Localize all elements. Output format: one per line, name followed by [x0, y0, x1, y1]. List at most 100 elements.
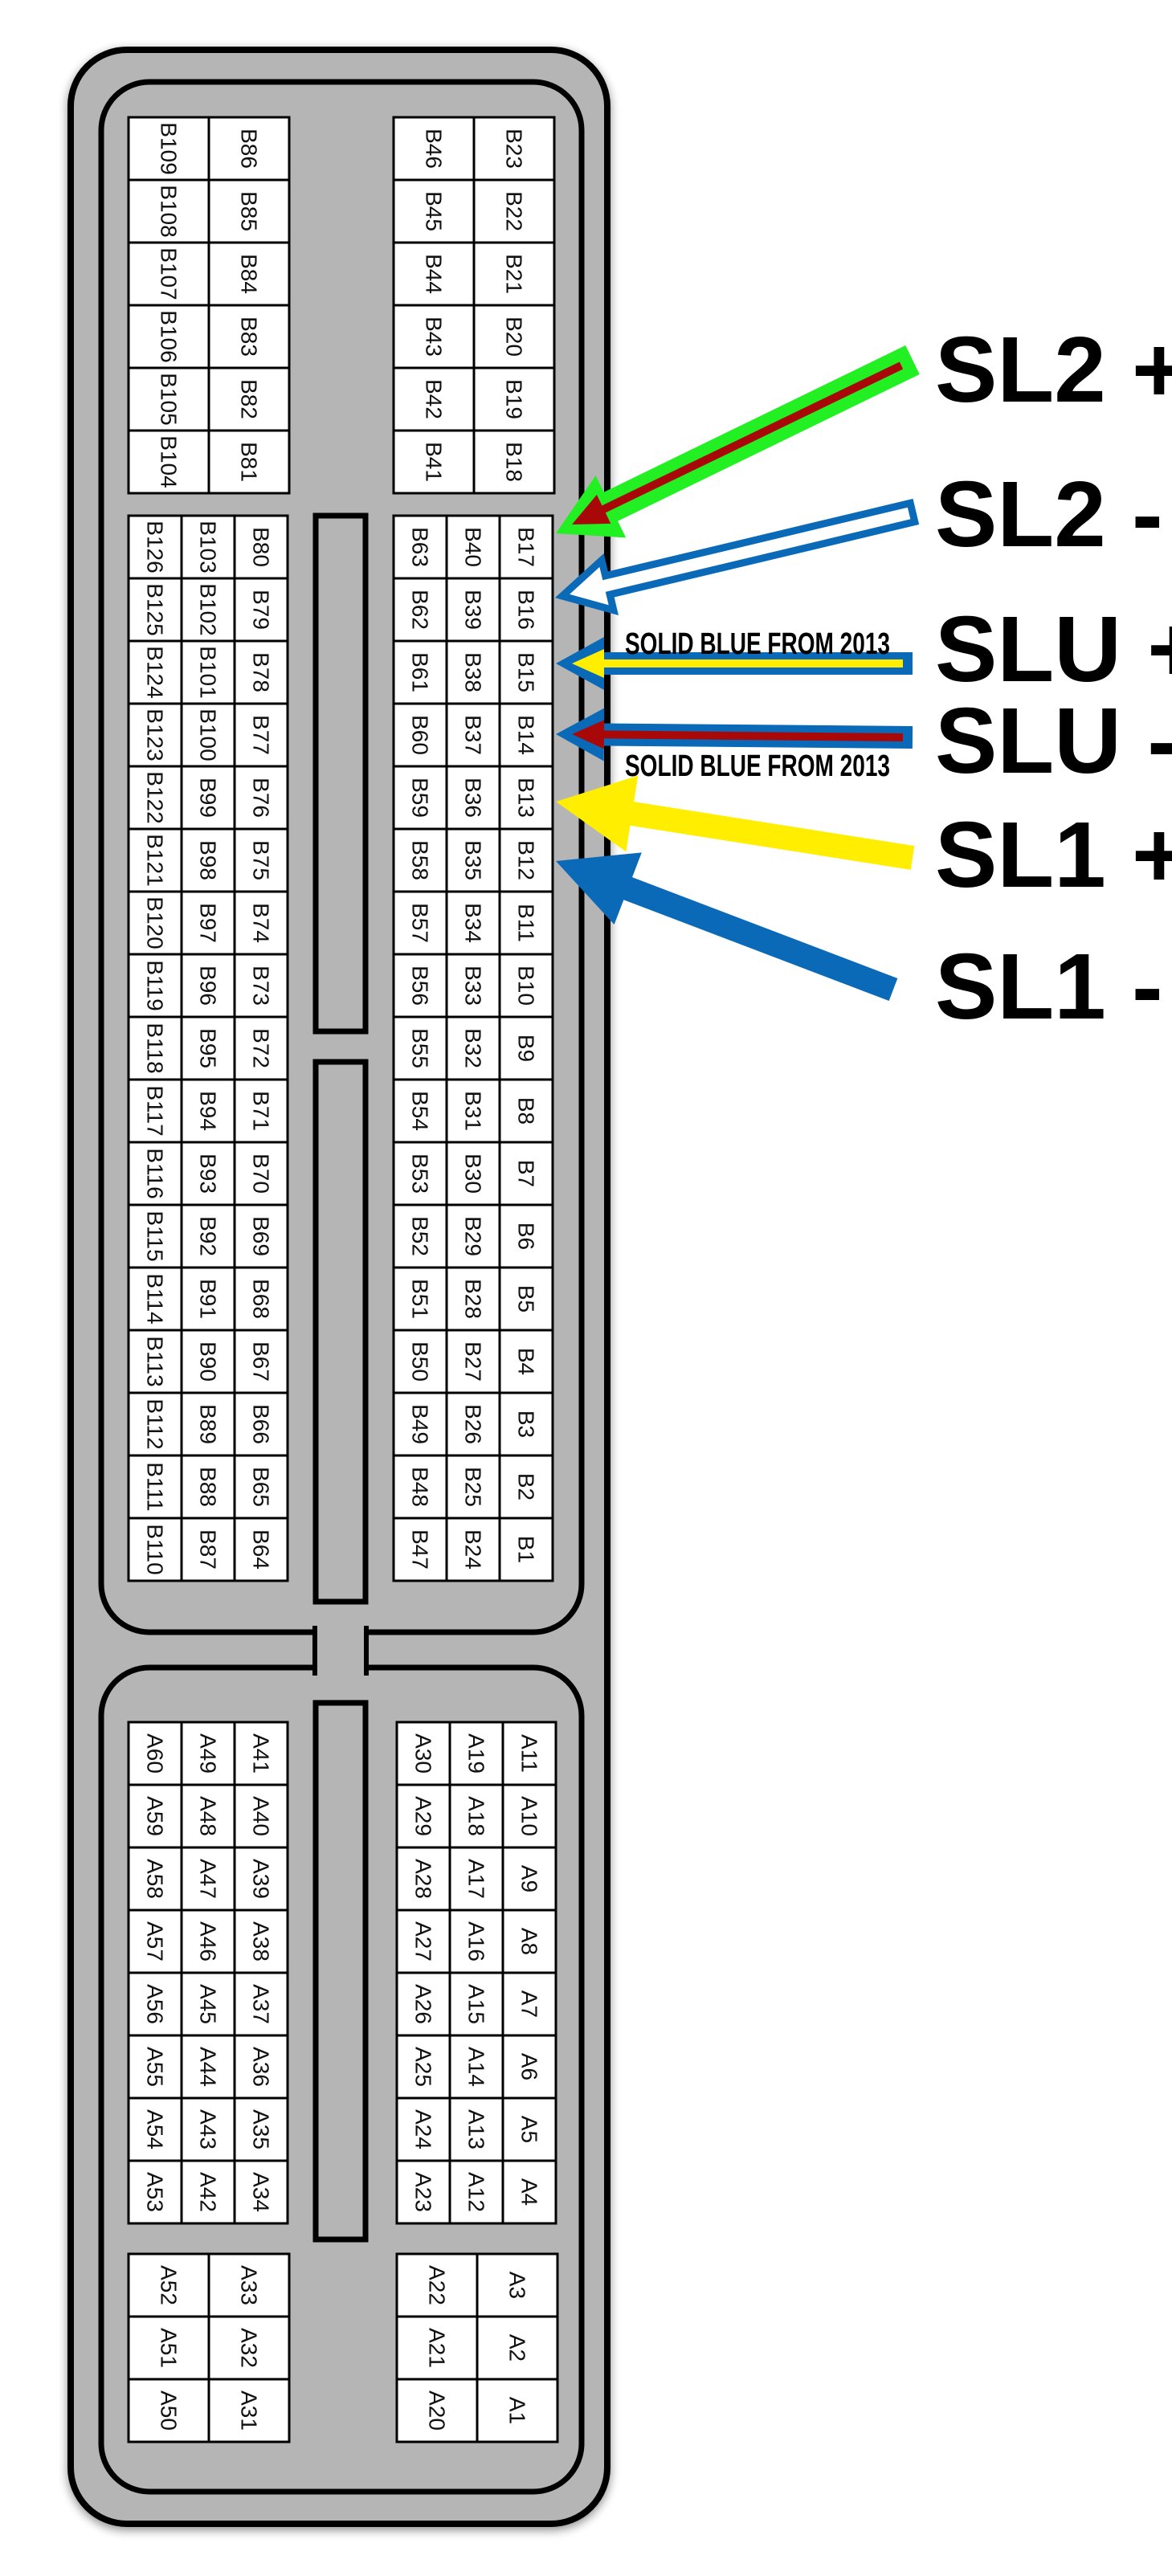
pin-label: A16	[464, 1921, 489, 1962]
pin-cell	[127, 304, 210, 369]
pin-B9: B9	[498, 1015, 554, 1081]
pin-label: A4	[517, 2178, 542, 2206]
pin-cell	[501, 1971, 557, 2037]
pin-B16: B16	[498, 577, 554, 643]
pin-B46: B46	[392, 116, 476, 182]
pin-A47: A47	[180, 1846, 236, 1912]
pin-label: B61	[408, 652, 433, 692]
pin-B101: B101	[180, 639, 236, 705]
pin-cell	[445, 1329, 501, 1394]
pin-label: B36	[461, 778, 486, 818]
pin-cell	[127, 514, 183, 580]
pin-label: B18	[502, 442, 527, 482]
pin-B76: B76	[233, 765, 289, 831]
pin-label: B70	[249, 1153, 274, 1194]
pin-cell	[233, 953, 289, 1019]
pin-B85: B85	[207, 178, 291, 244]
pin-cell	[180, 1721, 236, 1786]
pin-label: A25	[411, 2047, 436, 2087]
pin-label: B95	[196, 1028, 221, 1068]
pin-label: B76	[249, 778, 274, 818]
pin-label: B3	[514, 1410, 539, 1438]
pin-label: B55	[408, 1028, 433, 1068]
pin-B122: B122	[127, 765, 183, 831]
pin-label: A8	[517, 1928, 542, 1955]
pin-label: A28	[411, 1859, 436, 1899]
pin-A44: A44	[180, 2034, 236, 2100]
arrow-sl1-plus	[556, 775, 915, 870]
pin-cell	[233, 1266, 289, 1332]
pin-cell	[501, 1721, 557, 1786]
pin-cell	[392, 178, 476, 244]
pin-label: A37	[249, 1984, 274, 2024]
pin-B86: B86	[207, 116, 291, 182]
pin-B47: B47	[392, 1517, 448, 1582]
pin-A38: A38	[233, 1909, 289, 1974]
note-slu-plus: SOLID BLUE FROM 2013	[625, 627, 890, 661]
pin-label: B40	[461, 527, 486, 567]
pin-label: B50	[408, 1341, 433, 1382]
pin-A27: A27	[395, 1909, 451, 1974]
pin-A36: A36	[233, 2034, 289, 2100]
pin-B79: B79	[233, 577, 289, 643]
pin-label: B123	[143, 708, 168, 761]
pin-B66: B66	[233, 1391, 289, 1457]
pin-label: A42	[196, 2172, 221, 2212]
pin-cell	[476, 2378, 559, 2443]
pin-A55: A55	[127, 2034, 183, 2100]
pin-B116: B116	[127, 1141, 183, 1206]
pin-B1: B1	[498, 1517, 554, 1582]
pin-B7: B7	[498, 1141, 554, 1206]
pin-label: B106	[157, 310, 182, 362]
pin-label: B87	[196, 1529, 221, 1570]
pin-cell	[501, 2096, 557, 2162]
pin-label: A26	[411, 1984, 436, 2024]
pin-label: A49	[196, 1733, 221, 1774]
pin-cell	[207, 2315, 291, 2381]
pin-label: B58	[408, 840, 433, 880]
pin-label: B119	[143, 960, 168, 1010]
pin-label: B125	[143, 583, 168, 635]
pin-label: A17	[464, 1859, 489, 1899]
pin-label: B24	[461, 1529, 486, 1570]
pin-B73: B73	[233, 953, 289, 1019]
pin-label: B10	[514, 965, 539, 1006]
pin-label: A55	[143, 2047, 168, 2087]
pin-cell	[445, 577, 501, 643]
pin-A41: A41	[233, 1721, 289, 1786]
pin-label: B47	[408, 1529, 433, 1570]
pin-A6: A6	[501, 2034, 557, 2100]
pin-label: B96	[196, 965, 221, 1006]
pin-label: A29	[411, 1796, 436, 1836]
pin-A48: A48	[180, 1783, 236, 1849]
pin-A45: A45	[180, 1971, 236, 2037]
pin-label: A27	[411, 1921, 436, 1962]
pin-label: A40	[249, 1796, 274, 1836]
pin-cell	[233, 2034, 289, 2100]
pin-A25: A25	[395, 2034, 451, 2100]
pin-label: A50	[157, 2390, 182, 2431]
pin-B90: B90	[180, 1329, 236, 1394]
pin-label: B83	[237, 316, 262, 357]
pin-B106: B106	[127, 304, 210, 369]
pin-cell	[472, 304, 556, 369]
pin-B109: B109	[127, 116, 210, 182]
pin-label: B59	[408, 778, 433, 818]
label-slu-plus: SLU +	[935, 597, 1172, 701]
pin-grid-b-main-right: B63B62B61B60B59B58B57B56B55B54B53B52B51B…	[392, 514, 554, 1582]
pin-cell	[233, 1517, 289, 1582]
pin-label: A3	[505, 2272, 530, 2299]
pin-A1: A1	[476, 2378, 559, 2443]
pin-label: B23	[502, 129, 527, 169]
pin-cell	[127, 827, 183, 893]
pin-cell	[501, 1909, 557, 1974]
pin-B5: B5	[498, 1266, 554, 1332]
pin-label: A57	[143, 1921, 168, 1962]
pin-label: B37	[461, 715, 486, 755]
pin-A19: A19	[448, 1721, 504, 1786]
pin-B2: B2	[498, 1454, 554, 1520]
pin-label: B100	[196, 708, 221, 761]
arrow-sl1-minus	[556, 852, 898, 1002]
